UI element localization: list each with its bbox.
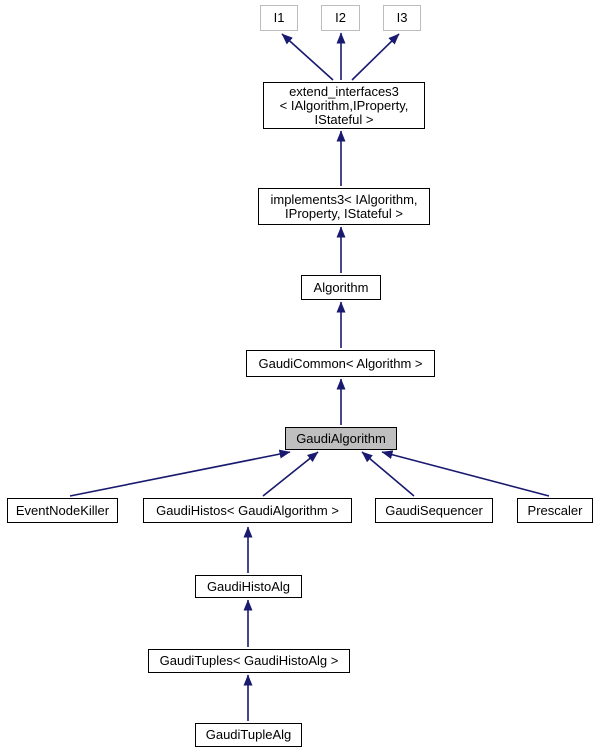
class-node-eventnodekiller[interactable]: EventNodeKiller bbox=[7, 498, 118, 523]
class-node-gaudisequencer[interactable]: GaudiSequencer bbox=[375, 498, 493, 523]
class-node-gaudituplealg[interactable]: GaudiTupleAlg bbox=[195, 723, 302, 747]
edge-eventnodekiller-to-gaudialgorithm bbox=[69, 449, 291, 497]
class-node-prescaler[interactable]: Prescaler bbox=[517, 498, 593, 523]
class-node-gaudicommon[interactable]: GaudiCommon< Algorithm > bbox=[246, 350, 435, 377]
class-node-i3: I3 bbox=[383, 5, 421, 31]
class-node-extend-interfaces3[interactable]: extend_interfaces3 < IAlgorithm,IPropert… bbox=[263, 82, 425, 129]
edge-gaudihistos-to-gaudialgorithm bbox=[262, 451, 319, 497]
class-node-gaudihistoalg[interactable]: GaudiHistoAlg bbox=[195, 575, 302, 598]
edge-extendinterfaces3-to-i1 bbox=[281, 33, 334, 81]
class-node-gaudialgorithm-current: GaudiAlgorithm bbox=[285, 427, 397, 450]
edge-prescaler-to-gaudialgorithm bbox=[381, 450, 550, 497]
class-node-i1: I1 bbox=[260, 5, 298, 31]
edge-extendinterfaces3-to-i3 bbox=[351, 33, 400, 81]
class-node-algorithm[interactable]: Algorithm bbox=[301, 275, 381, 300]
class-node-implements3[interactable]: implements3< IAlgorithm, IProperty, ISta… bbox=[258, 188, 430, 225]
class-node-i2: I2 bbox=[321, 5, 360, 31]
class-node-gaudituples[interactable]: GaudiTuples< GaudiHistoAlg > bbox=[148, 649, 350, 673]
edge-gaudisequencer-to-gaudialgorithm bbox=[361, 451, 415, 497]
class-node-gaudihistos[interactable]: GaudiHistos< GaudiAlgorithm > bbox=[143, 498, 352, 523]
